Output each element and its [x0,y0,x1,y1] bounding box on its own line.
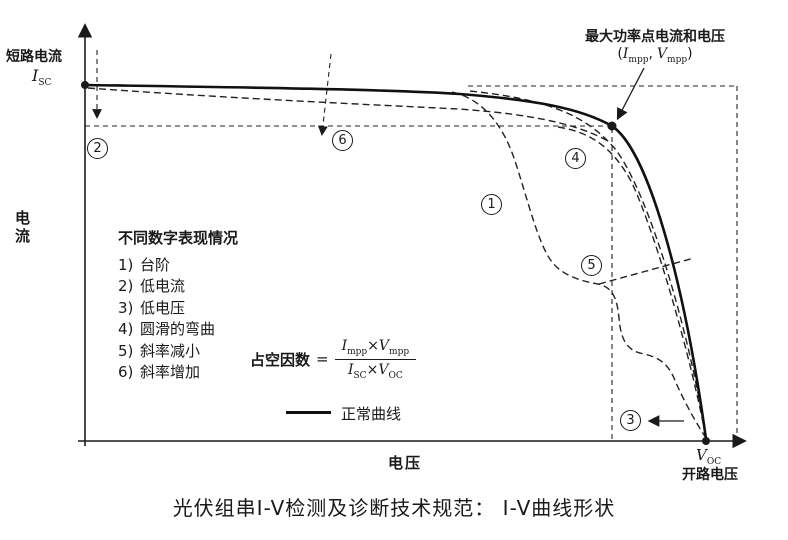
normal-iv-curve [83,83,708,441]
list-item: 2)低电流 [118,277,186,295]
list-item: 1)台阶 [118,255,171,274]
fraction: Impp×Vmpp ISC×VOC [334,338,417,381]
y-axis-title: 电流 [13,210,31,246]
iv-plot-canvas [77,23,747,449]
slope-increase-curve-6 [87,87,609,142]
case-list-title: 不同数字表现情况 [118,229,239,247]
list-item: 5)斜率减小 [118,341,201,360]
fraction-numerator: Impp×Vmpp [334,338,417,360]
voc-symbol: VOC [696,446,722,467]
case-marker-5: 5 [581,255,602,276]
isc-point [81,81,89,89]
short-circuit-current-label: 短路电流 [6,49,62,65]
slope-decrease-line-5 [598,257,695,285]
mpp-annotation-symbols: (Impp,Vmpp) [617,46,693,65]
case-marker-2: 2 [87,138,108,159]
slope-increase-indicator [317,53,332,136]
low-current-knee-curve-2 [557,126,707,439]
normal-curve-legend-label: 正常曲线 [341,405,402,423]
mpp-pointer-arrow [616,67,645,121]
formula-label: 占空因数 [250,350,311,369]
case-marker-3: 3 [620,410,641,431]
fill-factor-formula: 占空因数 = Impp×Vmpp ISC×VOC [250,338,417,381]
case-list: 不同数字表现情况 1)台阶 2)低电流 3)低电压 4)圆滑的弯曲 5)斜率减小… [118,228,238,384]
x-axis-title: 电压 [388,454,423,472]
isc-symbol: ISC [32,66,52,89]
case-marker-6: 6 [332,130,353,151]
case-marker-1: 1 [481,194,502,215]
voc-point [702,437,710,445]
list-item: 4)圆滑的弯曲 [118,320,216,338]
steps-curve-1 [451,91,707,439]
mpp-point [607,121,617,131]
list-item: 3)低电压 [118,298,186,317]
mpp-annotation-title: 最大功率点电流和电压 [585,29,725,45]
figure-caption: 光伏组串I-V检测及诊断技术规范： I-V曲线形状 [172,496,616,520]
open-circuit-voltage-label: 开路电压 [682,467,738,483]
normal-curve-legend-swatch [286,411,331,414]
list-item: 6)斜率增加 [118,363,201,381]
case-marker-4: 4 [565,148,586,169]
fraction-denominator: ISC×VOC [347,361,403,381]
equals-sign: = [316,350,329,369]
